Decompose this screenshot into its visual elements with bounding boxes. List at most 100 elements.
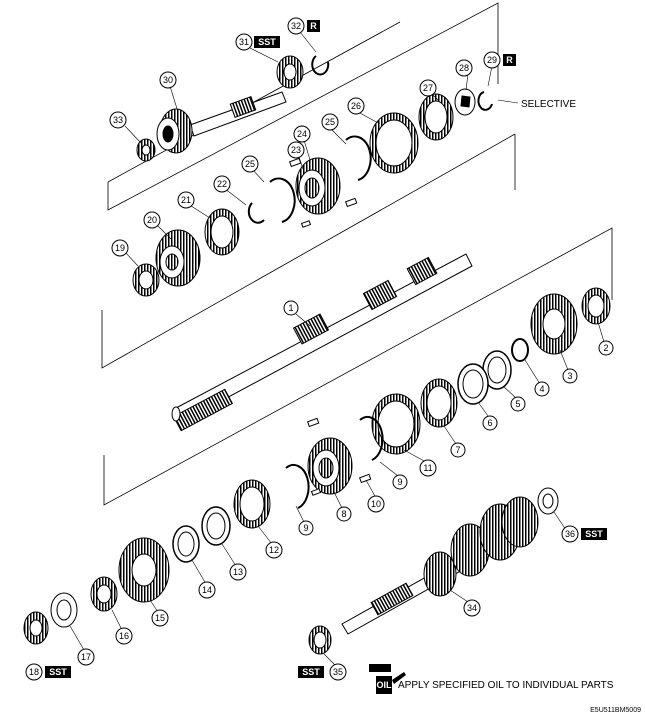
svg-text:27: 27 [423,83,433,93]
callout-25b: 25 [321,113,339,131]
part-10-keys [306,417,372,496]
part-12-sync-ring [233,479,271,529]
callout-1: 1 [283,300,299,316]
part-9-springs [285,415,384,509]
callout-9a: 9 [392,474,408,490]
svg-text:30: 30 [163,75,173,85]
callout-31: 31 [235,33,253,51]
part-28-washer [454,88,476,116]
part-26-clutch-sleeve [369,112,419,174]
svg-text:17: 17 [81,652,91,662]
svg-text:25: 25 [325,117,335,127]
part-4-ring [511,338,529,362]
callout-23: 23 [287,141,305,159]
part-11-clutch-sleeve [371,393,421,455]
svg-text:32: 32 [291,21,301,31]
svg-text:29: 29 [487,55,497,65]
middle-group-frame [101,133,516,369]
svg-text:34: 34 [467,603,477,613]
part-23-clutch-hub [295,157,341,215]
callout-12: 12 [265,541,283,559]
svg-text:SST: SST [302,667,320,677]
svg-text:21: 21 [181,195,191,205]
part-25-springs [269,135,372,223]
part-30-input-shaft [156,91,287,154]
svg-text:1: 1 [288,303,293,313]
part-32-snap-ring [311,55,330,76]
sst-tag-36: SST [581,528,607,540]
callout-21: 21 [177,191,195,209]
callouts: 1 2 3 4 5 6 7 11 9 10 8 9 12 13 14 15 16… [25,17,614,681]
svg-text:9: 9 [303,523,308,533]
callout-30: 30 [159,71,177,89]
tags: SST R R SST SST SST [45,20,607,678]
callout-15: 15 [151,609,169,627]
part-24-keys [288,157,358,228]
selective-label: SELECTIVE [521,99,576,110]
callout-25a: 25 [241,155,259,173]
svg-text:SST: SST [585,529,603,539]
callout-13: 13 [229,563,247,581]
callout-34: 34 [463,599,481,617]
callout-6: 6 [482,415,498,431]
callout-28: 28 [455,59,473,77]
svg-text:7: 7 [455,445,460,455]
callout-10: 10 [367,495,385,513]
svg-text:15: 15 [155,613,165,623]
part-8-clutch-hub [307,437,353,495]
svg-text:14: 14 [202,585,212,595]
callout-8: 8 [336,506,352,522]
callout-24: 24 [293,125,311,143]
part-14-sync-cone [172,525,200,563]
callout-14: 14 [198,581,216,599]
svg-text:25: 25 [245,159,255,169]
callout-9b: 9 [298,520,314,536]
svg-text:22: 22 [217,179,227,189]
sst-tag-31: SST [254,36,280,48]
oil-note: APPLY SPECIFIED OIL TO INDIVIDUAL PARTS [398,680,614,691]
svg-text:11: 11 [423,463,432,473]
svg-text:9: 9 [397,477,402,487]
callout-26: 26 [347,97,365,115]
svg-text:24: 24 [297,129,307,139]
callout-5: 5 [510,396,526,412]
part-20-gear [155,229,201,287]
callout-2: 2 [598,340,614,356]
part-33-needle-bearing [136,138,156,162]
callout-7: 7 [450,442,466,458]
svg-text:6: 6 [487,418,492,428]
callout-18: 18 [25,663,43,681]
svg-text:20: 20 [147,215,157,225]
svg-text:19: 19 [115,243,125,253]
svg-text:36: 36 [565,529,575,539]
part-1-main-shaft [171,253,473,432]
callout-4: 4 [534,381,550,397]
svg-text:28: 28 [459,63,469,73]
svg-text:33: 33 [113,115,123,125]
part-13-sync-cone [201,506,231,546]
svg-text:2: 2 [603,343,608,353]
part-34-counter-shaft [341,496,539,635]
part-3-gear [530,293,578,355]
callout-20: 20 [143,211,161,229]
svg-text:35: 35 [333,667,343,677]
svg-text:3: 3 [567,371,572,381]
part-6-sync-cone [457,363,489,405]
part-19-needle-bearing [132,263,160,297]
callout-16: 16 [115,627,133,645]
lower-group-frame [103,227,613,506]
callout-35: 35 [329,663,347,681]
sst-tag-35: SST [298,666,324,678]
callout-19: 19 [111,239,129,257]
part-29-snap-ring [477,91,493,111]
callout-29: 29 [483,51,501,69]
svg-text:26: 26 [351,101,361,111]
sst-tag-18: SST [45,666,71,678]
callout-11: 11 [419,459,437,477]
callout-32: 32 [287,17,305,35]
svg-text:18: 18 [29,667,39,677]
part-35-bearing [308,625,332,655]
part-2-bearing [581,287,611,325]
svg-text:SST: SST [49,667,67,677]
